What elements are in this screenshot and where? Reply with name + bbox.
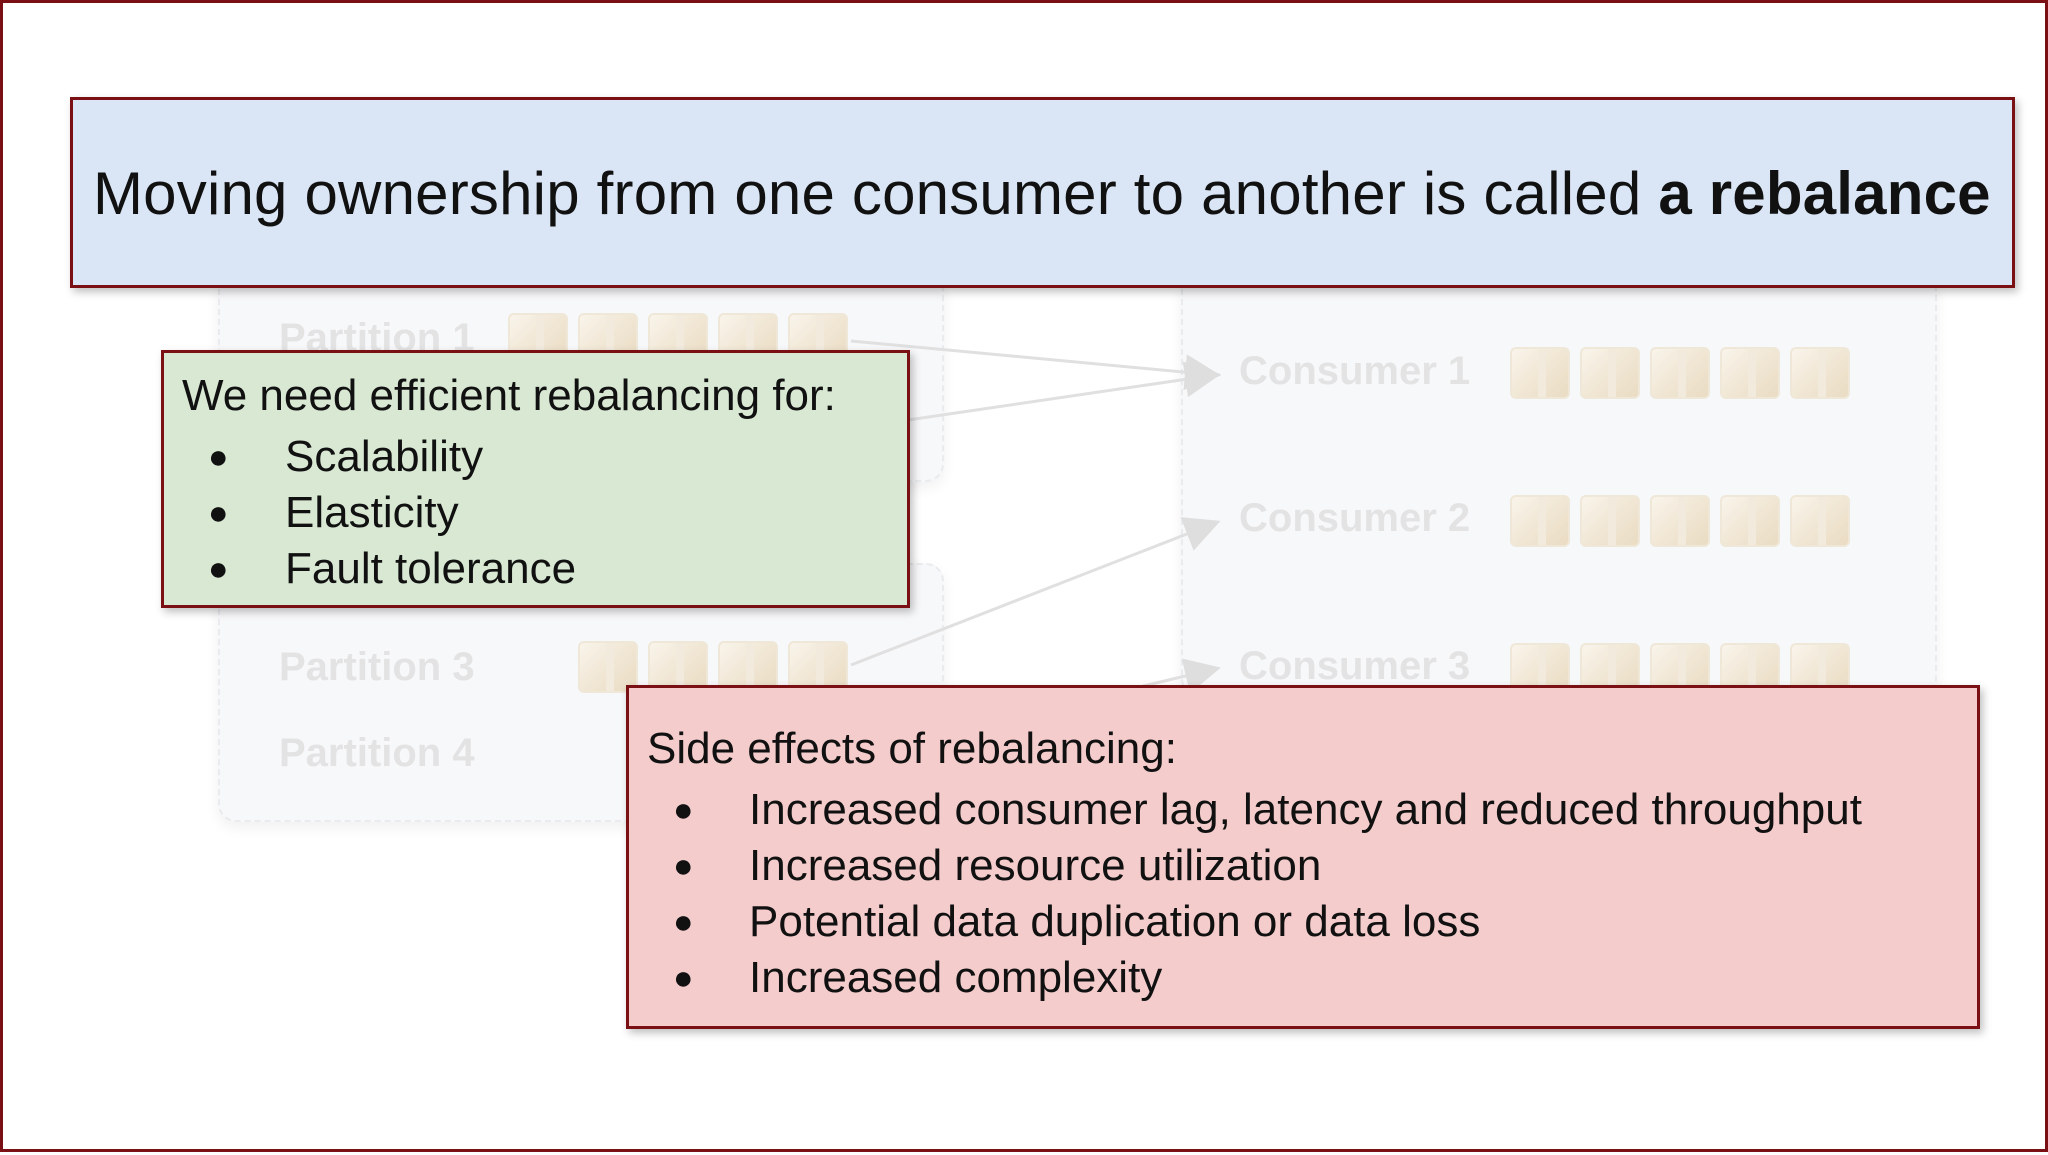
side-effects-heading: Side effects of rebalancing: <box>647 724 1177 773</box>
benefits-heading: We need efficient rebalancing for: <box>182 371 836 420</box>
message-box-icon <box>1790 495 1850 547</box>
message-boxes <box>1510 495 1850 547</box>
list-item-text: Potential data duplication or data loss <box>749 897 1481 946</box>
partition-label: Partition 3 <box>279 645 475 689</box>
partition-label: Partition 4 <box>279 731 475 775</box>
arrow-p1-c1 <box>850 339 1221 391</box>
bullet-icon: ● <box>208 494 229 532</box>
arrow-p2-c1 <box>907 361 1221 422</box>
consumer-label: Consumer 3 <box>1239 644 1471 688</box>
message-box-icon <box>1510 347 1570 399</box>
benefits-callout: We need efficient rebalancing for: ● Sca… <box>161 350 910 608</box>
message-box-icon <box>648 641 708 693</box>
list-item-text: Increased complexity <box>749 953 1163 1002</box>
bullet-icon: ● <box>208 438 229 476</box>
arrow-p3-c2 <box>850 517 1221 667</box>
list-item-text: Increased resource utilization <box>749 841 1322 890</box>
list-item-text: Elasticity <box>285 488 459 537</box>
message-box-icon <box>578 641 638 693</box>
bullet-icon: ● <box>208 550 229 588</box>
message-box-icon <box>1580 347 1640 399</box>
title-emphasis: a rebalance <box>1658 160 1991 227</box>
bullet-icon: ● <box>673 847 694 885</box>
message-boxes <box>578 641 848 693</box>
message-boxes <box>1510 347 1850 399</box>
message-box-icon <box>1650 495 1710 547</box>
message-box-icon <box>718 641 778 693</box>
title-prefix: Moving ownership from one consumer to an… <box>93 160 1659 227</box>
message-box-icon <box>1580 495 1640 547</box>
message-box-icon <box>1510 495 1570 547</box>
side-effects-callout: Side effects of rebalancing: ● Increased… <box>626 685 1980 1029</box>
bullet-icon: ● <box>673 903 694 941</box>
message-box-icon <box>1790 347 1850 399</box>
assignment-arrows <box>850 339 1221 694</box>
list-item-text: Scalability <box>285 432 484 481</box>
message-box-icon <box>1720 495 1780 547</box>
consumer-label: Consumer 1 <box>1239 349 1471 393</box>
list-item-text: Increased consumer lag, latency and redu… <box>749 785 1862 834</box>
consumer-label: Consumer 2 <box>1239 496 1471 540</box>
bullet-icon: ● <box>673 959 694 997</box>
message-box-icon <box>1720 347 1780 399</box>
message-box-icon <box>1650 347 1710 399</box>
bullet-icon: ● <box>673 791 694 829</box>
message-box-icon <box>788 641 848 693</box>
title-callout: Moving ownership from one consumer to an… <box>70 97 2015 288</box>
slide-title: Moving ownership from one consumer to an… <box>93 159 1991 228</box>
list-item-text: Fault tolerance <box>285 544 577 593</box>
arrow-p4-c3 <box>1142 658 1221 694</box>
